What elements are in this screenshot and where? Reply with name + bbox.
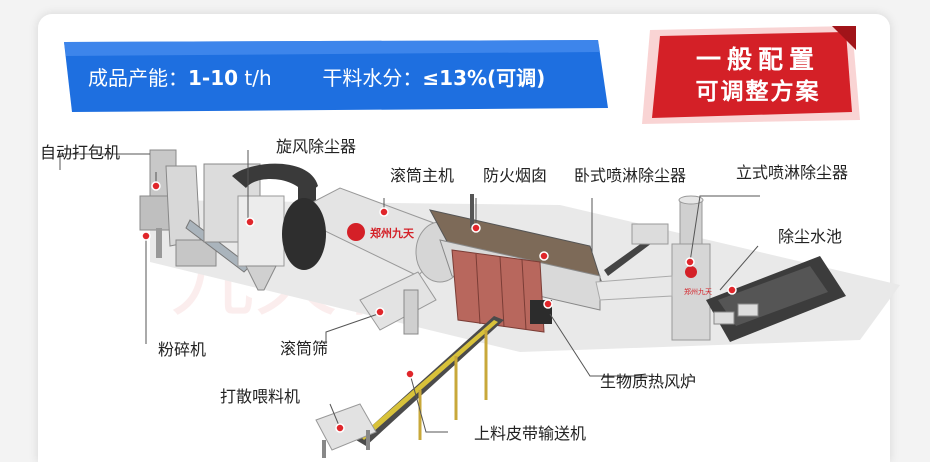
label-belt-conveyor: 上料皮带输送机 <box>474 424 587 443</box>
label-auto-packer: 自动打包机 <box>40 143 121 162</box>
label-bio-furnace: 生物质热风炉 <box>600 372 697 391</box>
config-badge-shape <box>642 26 860 124</box>
config-badge: 一般配置 可调整方案 <box>660 43 856 107</box>
label-fire-chimney: 防火烟囱 <box>483 166 548 185</box>
badge-line-2: 可调整方案 <box>695 78 821 105</box>
scatter-feeder <box>315 403 377 458</box>
drum-logo-icon <box>347 223 365 241</box>
capacity-value: 1-10 <box>188 66 239 90</box>
label-dust-pool: 除尘水池 <box>778 227 843 246</box>
label-drum-screen: 滚筒筛 <box>280 339 329 358</box>
belt-conveyor <box>356 316 504 446</box>
crusher <box>165 165 251 273</box>
capacity-unit: t/h <box>238 66 272 90</box>
label-horizontal-spray: 卧式喷淋除尘器 <box>574 166 687 185</box>
drum-logo-text: 郑州九天 <box>370 226 415 240</box>
badge-line-1: 一般配置 <box>695 45 820 74</box>
moisture-value: ≤13%(可调) <box>422 66 546 90</box>
label-vertical-spray: 立式喷淋除尘器 <box>736 163 849 182</box>
tower-logo-text: 郑州九天 <box>684 287 712 296</box>
tower-platform <box>631 223 669 245</box>
label-crusher: 粉碎机 <box>158 340 207 359</box>
marker-dots <box>141 181 737 433</box>
capacity-info: 成品产能：1-10 t/h 干料水分：≤13%(可调) <box>88 62 545 94</box>
leader-lines <box>59 150 760 433</box>
dust-water-pool <box>706 256 846 342</box>
capacity-label: 成品产能： <box>88 66 188 90</box>
label-scatter-feeder: 打散喂料机 <box>220 387 301 406</box>
moisture-label: 干料水分： <box>322 66 423 90</box>
label-drum-main: 滚筒主机 <box>390 166 455 185</box>
capacity-banner-shape <box>58 36 612 118</box>
label-cyclone: 旋风除尘器 <box>276 137 357 156</box>
tower-logo-icon <box>685 266 697 278</box>
